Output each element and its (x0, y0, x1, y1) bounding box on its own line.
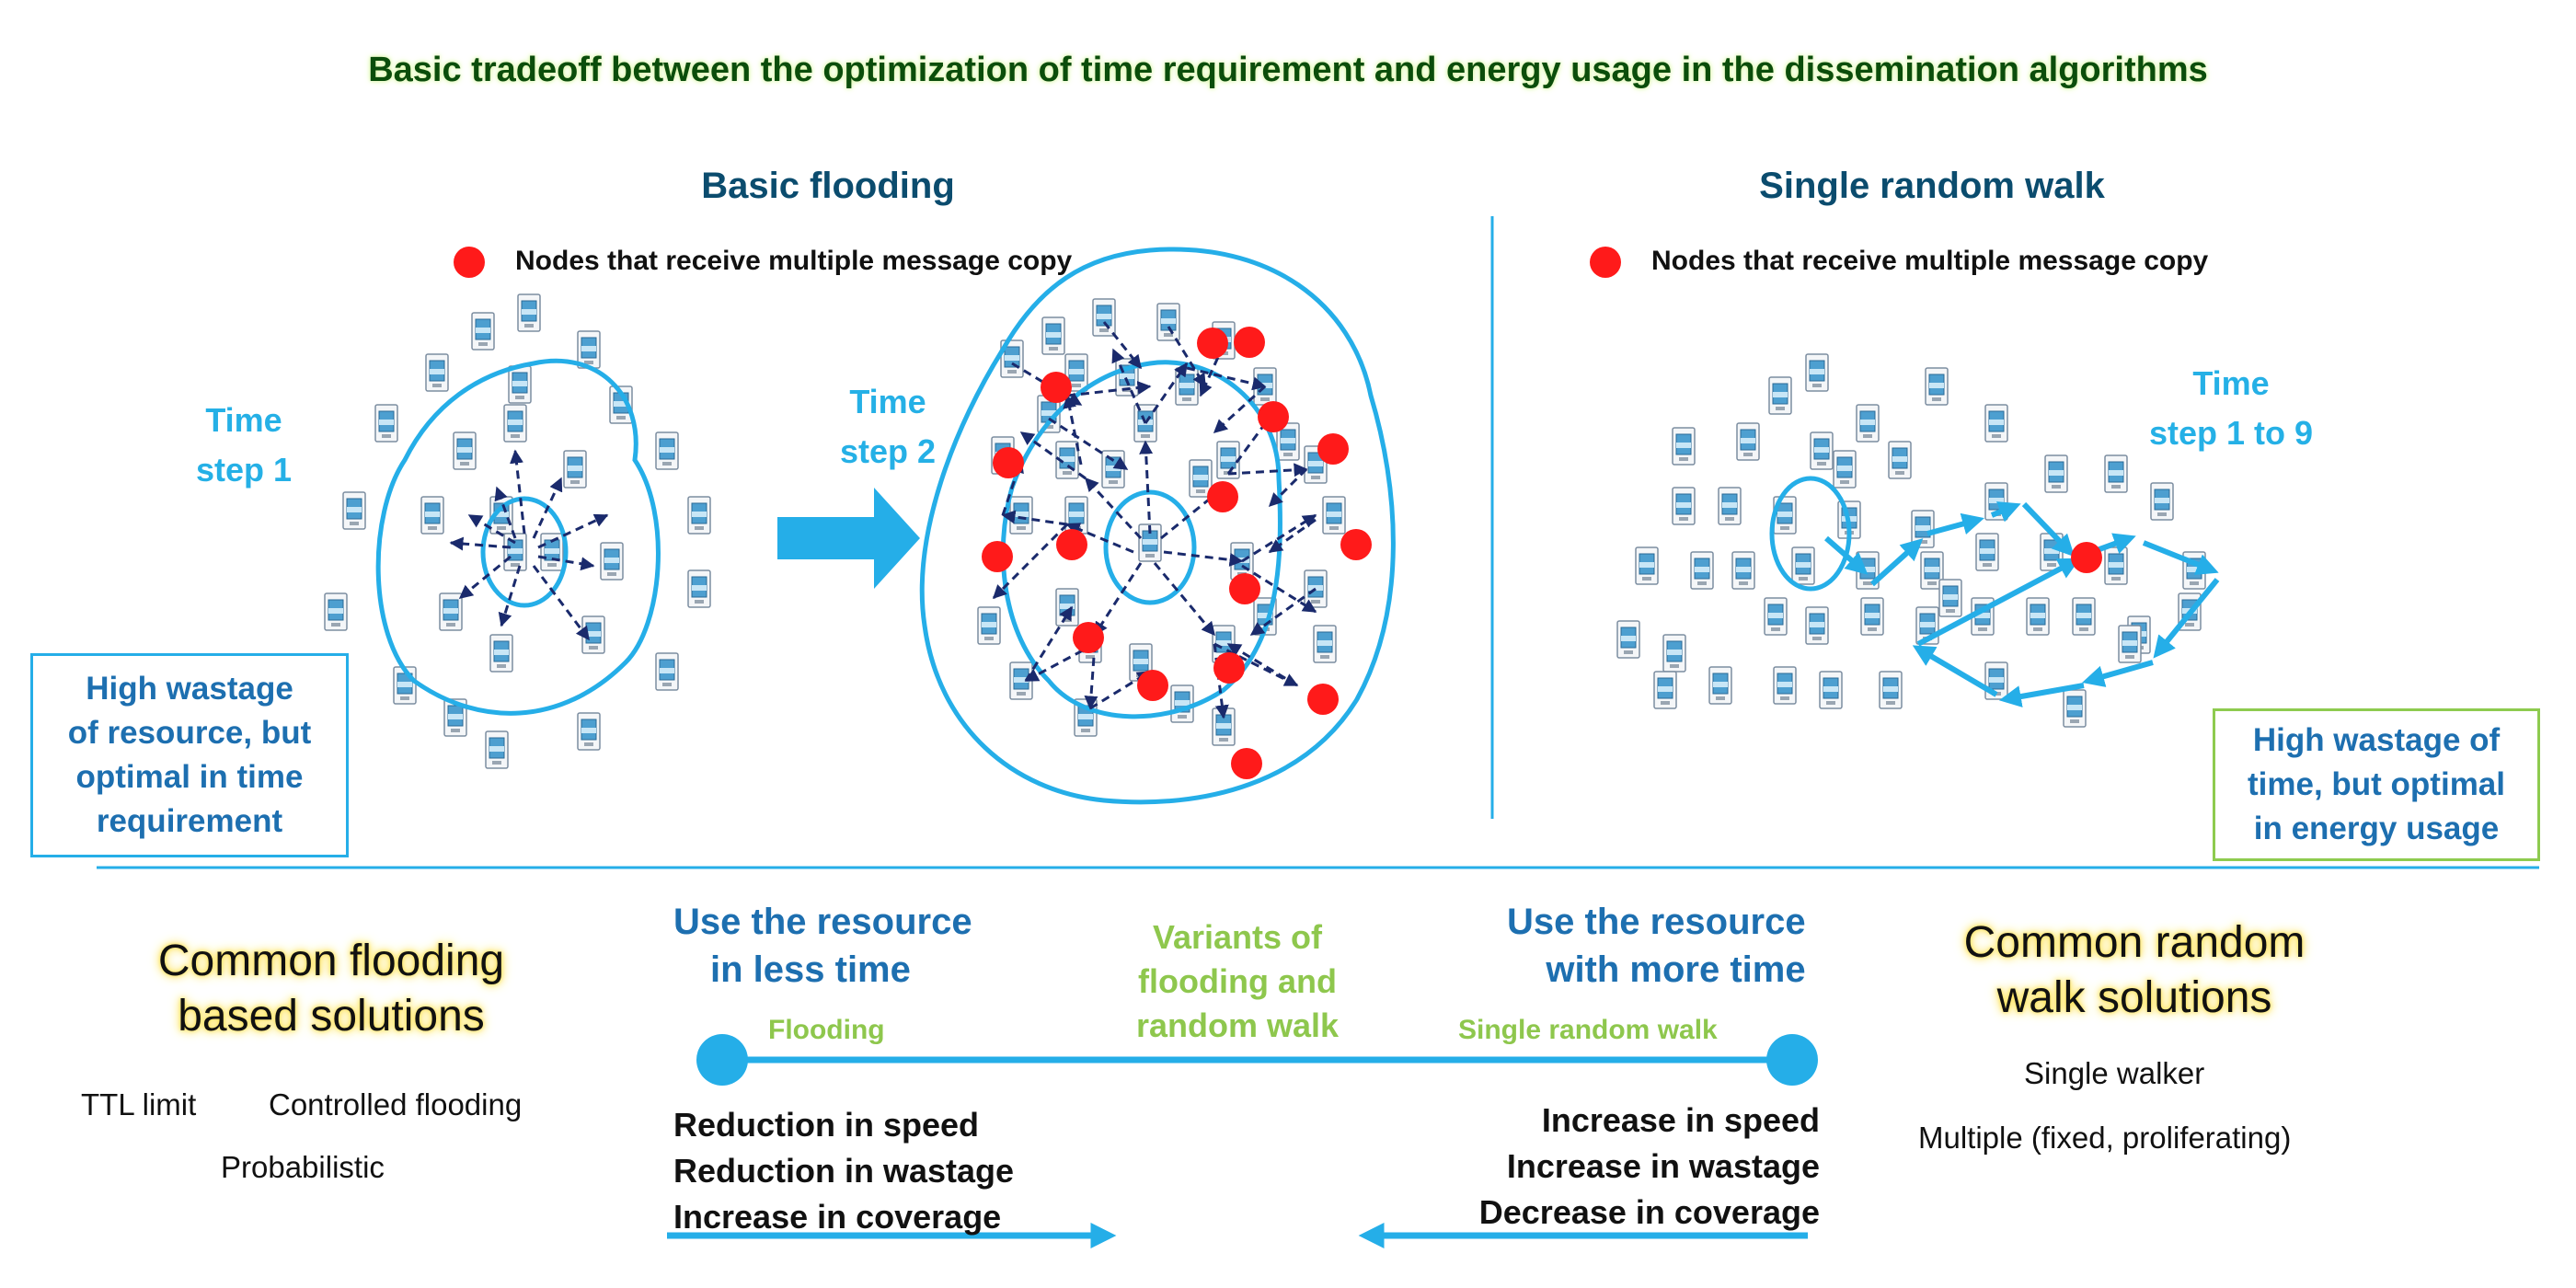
step-transition-arrow (777, 488, 920, 589)
step2-outer-boundary (919, 247, 1396, 805)
legend-red-dot-right (1590, 247, 1621, 278)
flooding-item-ttl: TTL limit (81, 1087, 197, 1121)
diagram-title: Basic tradeoff between the optimization … (368, 51, 2208, 89)
step1-inner-ring (480, 496, 569, 608)
timeline-right-endpoint (1766, 1034, 1818, 1086)
random-item-single: Single walker (2024, 1056, 2205, 1090)
step2-red-dots (982, 327, 1372, 779)
legend-red-dot-left (454, 247, 485, 278)
flooding-item-probabilistic: Probabilistic (221, 1150, 385, 1184)
random-item-multiple: Multiple (fixed, proliferating) (1918, 1121, 2292, 1155)
random-walk-start-ring (1769, 476, 1852, 592)
step2-inner-ring (1103, 489, 1197, 605)
legend-text-right: Nodes that receive multiple message copy (1651, 246, 2209, 276)
random-walk-heading: Single random walk (1759, 166, 2105, 206)
timeline-flooding-label: Flooding (768, 1015, 885, 1045)
timeline-random-walk-label: Single random walk (1458, 1015, 1718, 1045)
step1-arrows (449, 449, 609, 641)
legend-text-left: Nodes that receive multiple message copy (515, 246, 1073, 276)
timeline-left-endpoint (696, 1034, 748, 1086)
flooding-item-controlled: Controlled flooding (269, 1087, 523, 1121)
step2-arrows (992, 321, 1317, 719)
basic-flooding-heading: Basic flooding (701, 166, 955, 206)
random-walk-path (1824, 501, 2220, 707)
step1-outer-boundary (375, 358, 661, 716)
random-walk-red-dot (2071, 542, 2102, 573)
